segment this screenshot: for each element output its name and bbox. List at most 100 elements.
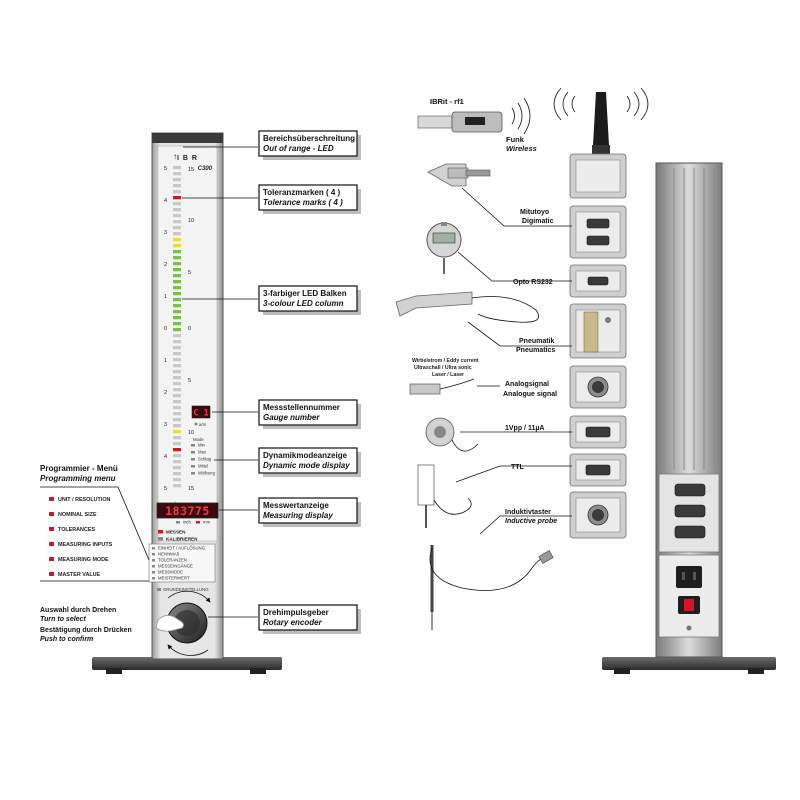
mode-led: [191, 451, 195, 454]
left-callouts: Bereichsüberschreitung Out of range - LE…: [182, 130, 361, 634]
pneumatic-head: [395, 291, 473, 317]
power-socket-pin: [682, 572, 685, 580]
led-segment: [173, 172, 181, 176]
callout-dynamic-mode-en: Dynamic mode display: [263, 461, 350, 470]
wireless-label-de: Funk: [506, 135, 525, 144]
submenu-led: [152, 547, 155, 550]
scale-left-label: 2: [164, 390, 167, 396]
led-segment: [173, 370, 181, 374]
led-segment: [173, 394, 181, 398]
wireless-label-en: Wireless: [506, 144, 537, 153]
led-segment: [173, 388, 181, 392]
led-segment: [173, 364, 181, 368]
led-segment: [173, 250, 181, 254]
callout-led-column: [258, 285, 358, 312]
callout-dynamic-mode-de: Dynamikmodeanzeige: [263, 451, 348, 460]
micrometer-display: [447, 167, 469, 179]
submenu-item[interactable]: TOLERANZEN: [158, 558, 187, 563]
unit-label-mm: mm: [203, 520, 211, 525]
led-segment: [173, 310, 181, 314]
digimatic-label-2: Digimatic: [522, 218, 554, 225]
analog-label-en: Analogue signal: [503, 391, 557, 398]
callout-measuring-display-en: Measuring display: [263, 511, 333, 520]
menu-item[interactable]: TOLERANCES: [58, 527, 95, 533]
pneumatic-hose: [471, 296, 540, 323]
scale-left-label: 3: [164, 422, 167, 428]
mode-title: Mode: [193, 437, 204, 442]
digimatic-label-1: Mitutoyo: [520, 209, 549, 216]
inductive-label-de: Induktivtaster: [505, 509, 551, 516]
scale-left-label: 4: [164, 198, 167, 204]
menu-led: [49, 572, 54, 576]
menu-item[interactable]: MEASURING MODE: [58, 557, 109, 563]
led-segment: [173, 226, 181, 230]
scale-left-label: 0: [164, 326, 167, 332]
vpp-label: 1Vpp / 11µA: [505, 425, 544, 432]
submenu-led: [152, 559, 155, 562]
led-segment: [173, 340, 181, 344]
rear-base-plate: [602, 657, 776, 670]
led-segment: [173, 484, 181, 488]
led-segment: [173, 304, 181, 308]
scale-right-label: 15: [188, 167, 194, 173]
led-segment: [173, 220, 181, 224]
submenu-item[interactable]: MESSEINGÄNGE: [158, 564, 193, 569]
callout-rotary-en: Rotary encoder: [263, 618, 323, 627]
reset-button[interactable]: GRUNDEINSTELLUNG: [163, 587, 209, 592]
wireless-device-body: [417, 115, 453, 129]
analog-connector-inner: [592, 381, 604, 393]
submenu-item[interactable]: NENNMAß: [158, 552, 180, 557]
antenna: [593, 92, 609, 145]
submenu-item[interactable]: EINHEIT / AUFLÖSUNG: [158, 546, 206, 551]
reset-led: [157, 588, 161, 591]
leader-pneumatic: [467, 321, 572, 347]
menu-item[interactable]: UNIT / RESOLUTION: [58, 497, 111, 503]
mode-label: Schlag: [198, 457, 212, 462]
measure-button[interactable]: MESSEN: [166, 530, 186, 535]
encoder-cable: [451, 439, 479, 452]
leader-programming-top: [40, 486, 150, 561]
gauge-unit-label: a/m: [199, 422, 207, 427]
gauge-number-value: C 1: [193, 409, 208, 419]
scale-left-label: 2: [164, 262, 167, 268]
pneumatic-label-de: Pneumatik: [519, 338, 555, 345]
programming-menu-title-de: Programmier - Menü: [40, 464, 118, 473]
led-segment: [173, 382, 181, 386]
rear-sub-d-port-3: [674, 525, 706, 539]
submenu-item[interactable]: MESSMODE: [158, 570, 183, 575]
menu-led: [49, 542, 54, 546]
programming-menu: Programmier - Menü Programming menu UNIT…: [40, 464, 150, 582]
scale-right-label: 0: [188, 326, 191, 332]
menu-item[interactable]: MASTER VALUE: [58, 572, 101, 578]
wireless-device-label: IBRit - rf1: [430, 97, 464, 106]
callout-tolerance-en: Tolerance marks ( 4 ): [263, 198, 343, 207]
push-hint-de: Bestätigung durch Drücken: [40, 627, 132, 634]
led-segment: [173, 334, 181, 338]
micrometer-spindle: [465, 169, 491, 177]
hand-icon: [155, 615, 184, 632]
power-switch-rocker[interactable]: [684, 599, 694, 611]
mode-label: Wölbung: [198, 471, 216, 476]
rs232-label: Opto RS232: [513, 279, 553, 286]
led-segment: [173, 178, 181, 182]
antenna-base: [592, 145, 610, 154]
submenu-led: [152, 577, 155, 580]
measuring-display: [156, 502, 219, 519]
led-segment: [173, 274, 181, 278]
led-segment: [173, 298, 181, 302]
rear-base-foot-right: [748, 668, 764, 674]
led-segment: [173, 256, 181, 260]
led-segment: [173, 412, 181, 416]
submenu-item[interactable]: MEISTERWERT: [158, 576, 190, 581]
menu-item[interactable]: MEASURING INPUTS: [58, 542, 113, 548]
calibrate-button[interactable]: KALIBRIEREN: [166, 537, 198, 542]
measuring-value: 183775: [165, 504, 210, 518]
mode-led: [191, 472, 195, 475]
led-segment: [173, 184, 181, 188]
power-socket-pin: [693, 572, 696, 580]
scale-left-label: 1: [164, 294, 167, 300]
led-segment: [173, 202, 181, 206]
menu-item[interactable]: NOMINAL SIZE: [58, 512, 97, 518]
led-segment: [173, 214, 181, 218]
